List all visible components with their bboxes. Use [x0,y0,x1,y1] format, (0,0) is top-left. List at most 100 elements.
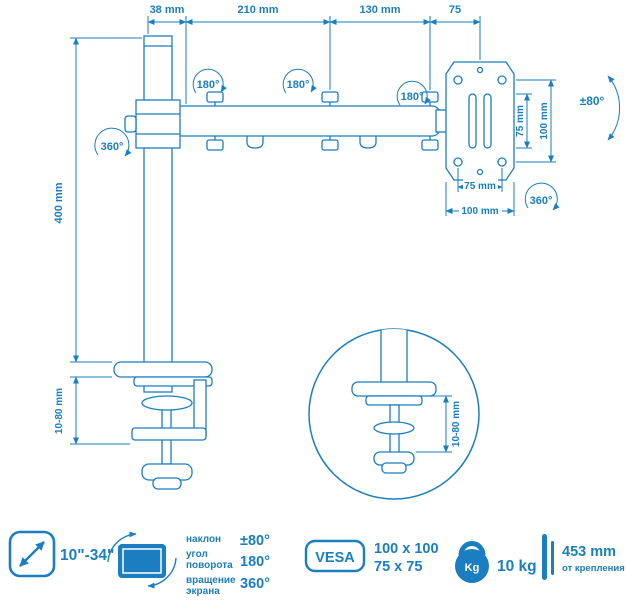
vesa-100mm-horizontal-label: 100 mm [461,206,498,217]
dim-38mm-label: 38 mm [150,4,185,16]
joint-nut [421,91,439,103]
dim-210mm-label: 210 mm [238,4,279,16]
tilt-value: ±80° [240,533,270,549]
clamp-detail-view: 10-80 mm [308,328,480,500]
legend-weight: Kg 10 kg [455,541,537,583]
clamp-range-dimension: 10-80 mm [54,376,130,445]
rotation-arc [524,182,560,211]
rotation-label-line1: вращение [186,575,236,586]
pole-body [143,35,173,393]
vesa-size-100: 100 x 100 [374,541,439,557]
legend-height: 453 mm от крепления [542,534,625,580]
rotate-arc-icon [107,531,137,563]
joint-nut [421,139,439,151]
height-caption: от крепления [562,563,625,574]
vesa-badge-label: VESA [315,550,355,566]
vesa-slot [468,93,477,149]
cable-clip [359,136,377,149]
vesa-75mm-horizontal-label: 75 mm [464,181,496,192]
pole [143,35,173,393]
joint3-angle-annotation: 180° [396,80,431,106]
collar-body [135,99,181,149]
legend-screen-size: 10"-34" [8,530,114,578]
weight-value: 10 kg [497,558,537,575]
joint2-angle-annotation: 180° [282,68,317,94]
desk-clamp [113,361,213,490]
detail-knob-lower [381,462,407,474]
pole-collar [124,99,181,149]
monitor-screen-inset [122,548,162,574]
detail-top-plate [351,381,437,397]
vesa-hole [497,157,507,167]
rotation-arc [192,68,227,94]
height-value: 453 mm [562,544,616,560]
rotation-label-line2: экрана [186,586,220,597]
vesa-75mm-vertical-label: 75 mm [515,105,526,137]
detail-clamp-range-label: 10-80 mm [451,401,462,447]
diagonal-arrow-icon [19,541,45,567]
screen-size-value: 10"-34" [60,547,114,564]
kettlebell-body-icon [455,549,489,583]
clamp-pad [141,395,193,411]
vesa-plate [435,61,515,181]
rotate-arc-icon [147,557,177,589]
vesa-hole [453,75,463,85]
rotation-arc [396,80,431,106]
vesa-100mm-vertical-label: 100 mm [539,102,550,139]
joint2-angle-label: 180° [287,79,310,91]
tilt-annotation: ±80° [580,75,621,141]
detail-pad [373,421,415,435]
joint-nut [321,91,339,103]
vesa-hole [497,75,507,85]
clamp-plate2 [133,376,213,387]
pole-height-icon-secondary [551,541,554,575]
kettlebell-handle-icon [458,541,486,557]
vesa-rotation-annotation: 360° [524,182,560,211]
joint-nut [321,139,339,151]
rotation-value: 360° [240,576,270,592]
vesa-size-75: 75 x 75 [374,559,422,575]
clamp-range-label: 10-80 mm [54,388,65,434]
label-chip [459,204,502,217]
collar-knob [124,115,137,133]
vesa-rotation-label: 360° [530,195,553,207]
pole-rotation-annotation: 360° [94,127,132,157]
tilt-label: наклон [186,534,221,545]
vesa-horizontal-dimensions: 75 mm 100 mm [445,168,515,217]
dim-75mm-label: 75 [449,4,461,16]
rotation-arc [282,68,317,94]
vesa-hole [453,157,463,167]
swivel-value: 180° [240,554,270,570]
vesa-badge-icon [304,539,366,573]
clamp-knob-lower [152,477,182,490]
pole-height-label: 400 mm [53,182,65,223]
detail-pole [380,329,408,385]
screen-size-icon [8,530,56,578]
pole-height-icon [542,534,547,580]
clamp-bottom-arm [131,427,207,441]
dim-130mm-label: 130 mm [360,4,401,16]
joint-nut [206,139,224,151]
swivel-label-line1: угол [186,549,208,560]
joint-nut [206,91,224,103]
detail-contents [351,329,437,474]
joint1-angle-annotation: 180° [192,68,227,94]
pole-height-dimension: 400 mm [53,37,142,363]
clamp-top-plate [113,361,213,378]
rotation-arc [94,127,132,157]
legend-vesa: VESA 100 x 100 75 x 75 [304,539,439,575]
joint3-angle-label: 180° [401,91,424,103]
weight-unit-label: Kg [465,562,480,574]
arm-bar [173,105,441,137]
vesa-hole-small [476,66,484,74]
legend-rotation-specs: наклон ±80° угол поворота 180° вращение … [107,531,270,597]
vesa-hole-small [476,168,484,176]
vesa-vertical-dimensions: 75 mm 100 mm [515,79,556,163]
joint1-angle-label: 180° [197,79,220,91]
detail-plate2 [365,395,423,406]
pole-rotation-label: 360° [101,141,124,153]
vesa-slot [483,93,492,149]
label-chip [463,179,498,192]
